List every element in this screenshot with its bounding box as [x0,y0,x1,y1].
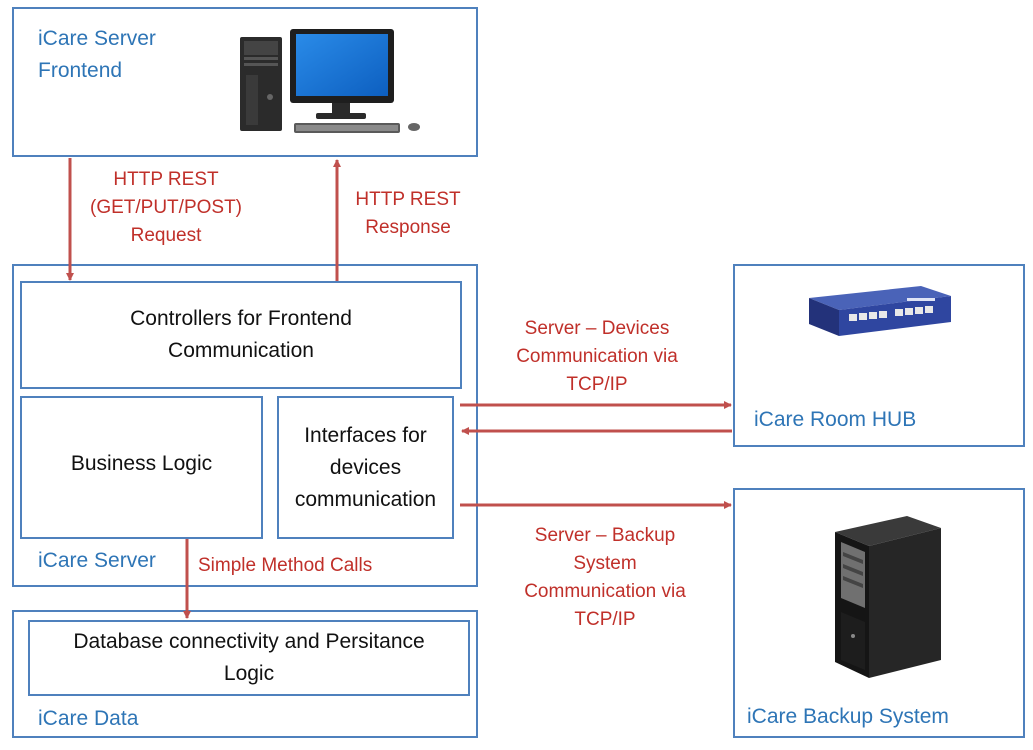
hub-title: iCare Room HUB [754,408,917,431]
interfaces-label: Interfaces for devices communication [294,423,437,511]
controllers-box: Controllers for Frontend Communication [20,281,462,389]
persistence-box: Database connectivity and Persitance Log… [28,620,470,696]
business-logic-label: Business Logic [70,451,213,475]
request-label: HTTP REST (GET/PUT/POST) Request [90,169,242,246]
business-logic-box: Business Logic [20,396,263,539]
backup-box: iCare Backup System [733,488,1025,738]
controllers-label: Controllers for Frontend Communication [130,307,352,362]
server-tower-icon [835,516,941,678]
backup-label: Server – Backup System Communication via… [524,525,686,630]
network-switch-icon [809,286,951,336]
method-calls-label: Simple Method Calls [198,555,373,576]
devices-label: Server – Devices Communication via TCP/I… [516,318,678,395]
desktop-computer-icon [240,29,420,133]
response-label: HTTP REST Response [355,189,461,238]
frontend-box: iCare Server Frontend [12,7,478,157]
interfaces-box: Interfaces for devices communication [277,396,454,539]
persistence-label: Database connectivity and Persitance Log… [73,630,425,685]
data-title: iCare Data [38,707,139,730]
backup-title: iCare Backup System [747,705,949,728]
frontend-title: iCare Server Frontend [38,27,156,82]
server-title: iCare Server [38,549,156,572]
hub-box: iCare Room HUB [733,264,1025,447]
